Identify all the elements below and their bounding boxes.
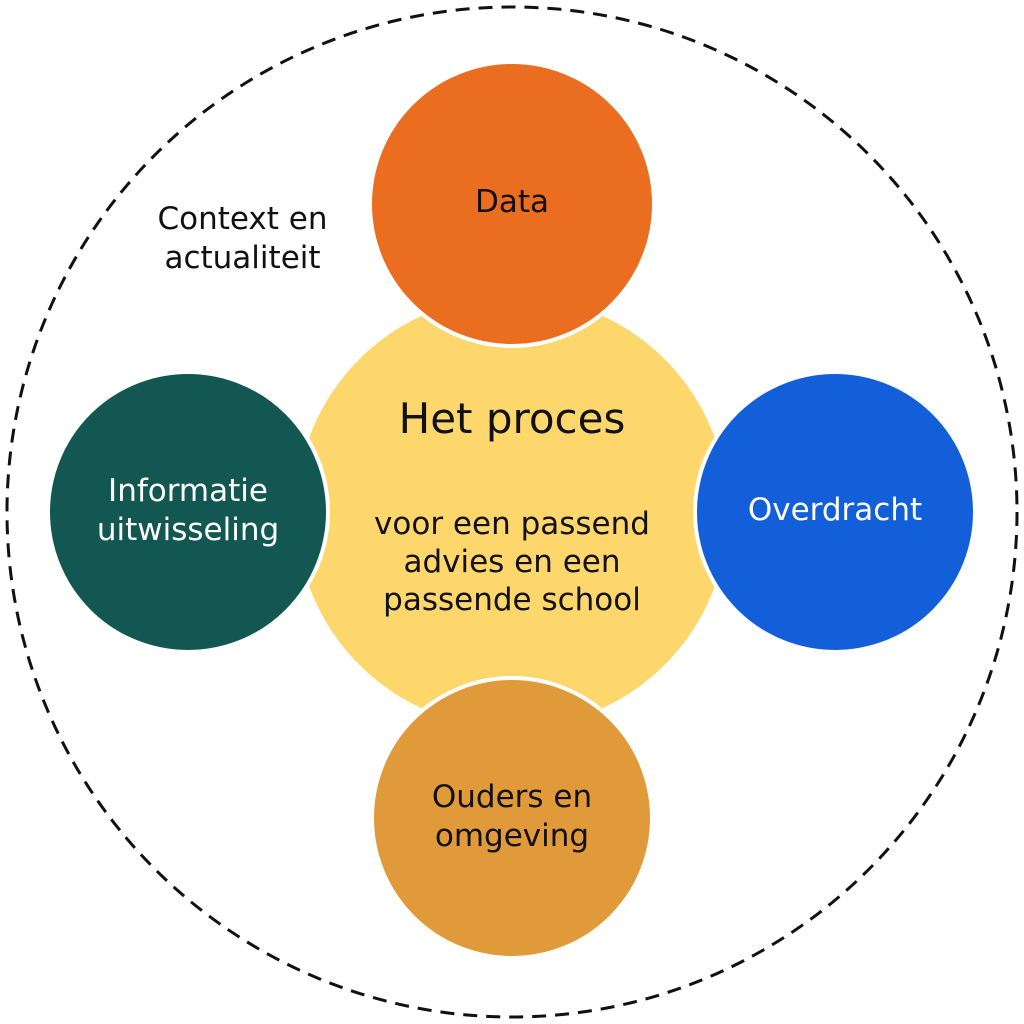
center-subtitle-line: voor een passend	[374, 506, 650, 542]
informatie-label-line: Informatie	[108, 473, 268, 509]
informatie-label-line: uitwisseling	[96, 511, 280, 548]
context-label-line: actualiteit	[164, 239, 321, 276]
center-circle	[296, 296, 728, 728]
ouders-label-line: omgeving	[434, 817, 590, 854]
center-title: Het proces	[398, 394, 626, 443]
data-label-line: Data	[474, 184, 550, 220]
center-subtitle-line: advies en een	[403, 543, 621, 580]
ouders-label: Ouders en omgeving	[392, 778, 632, 856]
center-subtitle-line: passende school	[383, 581, 641, 618]
data-circle	[368, 60, 656, 348]
context-label: Context en actualiteit	[130, 200, 355, 278]
informatie-label: Informatie uitwisseling	[68, 472, 308, 550]
data-label: Data	[412, 183, 612, 222]
informatie-circle	[46, 370, 330, 654]
context-dashed-boundary	[5, 5, 1019, 1019]
context-label-line: Context en	[157, 201, 328, 237]
center-subtitle: voor een passend advies en een passende …	[332, 506, 692, 619]
overdracht-label: Overdracht	[715, 491, 955, 530]
overdracht-circle	[693, 370, 977, 654]
ouders-label-line: Ouders en	[431, 779, 593, 815]
ouders-circle	[370, 676, 654, 960]
overdracht-label-line: Overdracht	[747, 492, 923, 528]
